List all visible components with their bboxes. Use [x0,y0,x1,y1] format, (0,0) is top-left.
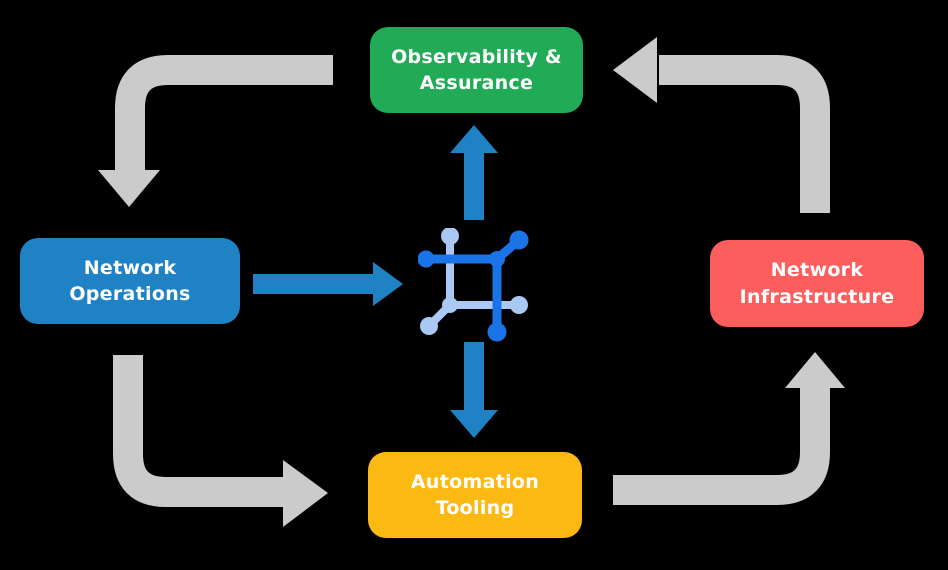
arrow-head [283,460,328,527]
arrow-shaft [659,55,830,213]
node-label-line: Assurance [419,72,534,94]
arrow-infrastructure-to-observability [613,37,830,213]
arrow-shaft [613,386,830,505]
arrow-automation-to-infrastructure [613,352,845,505]
arrow-head [785,352,845,388]
arrow-shaft [113,355,285,507]
arrow-operations-to-automation [113,355,328,527]
node-network-infrastructure: Network Infrastructure [710,240,924,327]
node-label-line: Observability & [391,45,562,68]
node-label-line: Operations [69,283,191,305]
arrow-center-to-observability [450,125,498,220]
node-label-line: Automation [410,470,540,493]
node-label-line: Network [83,256,177,279]
node-label-line: Network [770,259,864,282]
node-label-line: Infrastructure [739,285,895,308]
arrow-head [98,170,160,207]
arrow-observability-to-operations [98,55,333,207]
arrow-operations-to-center [253,262,403,306]
node-automation-tooling: Automation Tooling [368,452,582,538]
network-automation-icon [418,228,529,342]
arrow-head [613,37,657,103]
arrow-center-to-automation [450,342,498,438]
node-label-line: Tooling [435,497,515,519]
node-observability-assurance: Observability & Assurance [370,27,583,113]
arrow-shaft [115,55,333,172]
node-network-operations: Network Operations [20,238,240,324]
